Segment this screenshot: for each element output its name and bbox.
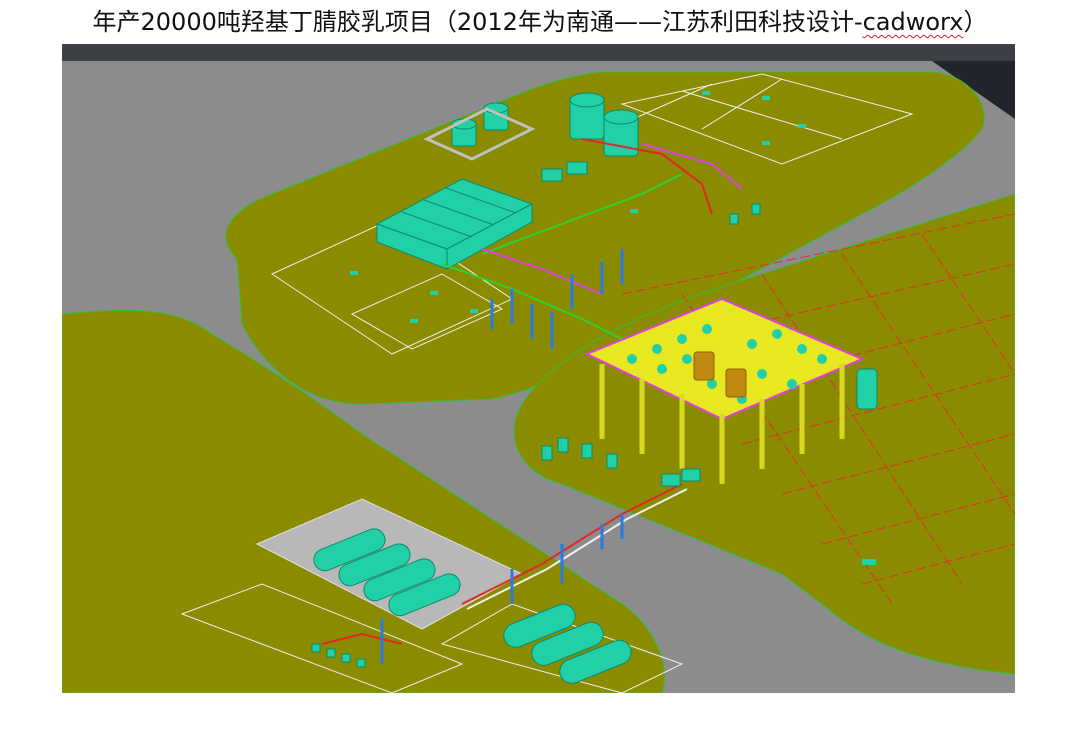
piping-runs [321, 138, 743, 645]
cad-viewport[interactable] [62, 44, 1015, 693]
document-title: 年产20000吨羟基丁腈胶乳项目（2012年为南通——江苏利田科技设计-cadw… [0, 4, 1080, 40]
plot-right [513, 193, 1015, 675]
background-top-right [932, 61, 1015, 119]
red-grid-right [621, 213, 1015, 605]
equipment-blocks [375, 178, 534, 270]
plant-3d-model [62, 61, 1015, 693]
pipe-racks [380, 249, 624, 664]
small-equipment [311, 161, 761, 668]
document-title-end: ） [963, 8, 988, 36]
horizontal-tanks-lower [503, 603, 632, 684]
horizontal-tanks-pit [313, 528, 461, 617]
process-structure [584, 297, 878, 484]
document-title-text: 年产20000吨羟基丁腈胶乳项目（2012年为南通——江苏利田科技设计- [92, 8, 863, 36]
tank-pad [423, 107, 536, 161]
spellcheck-word: cadworx [862, 8, 964, 36]
label-markers [350, 91, 876, 565]
toolbar-strip[interactable] [62, 44, 1015, 61]
